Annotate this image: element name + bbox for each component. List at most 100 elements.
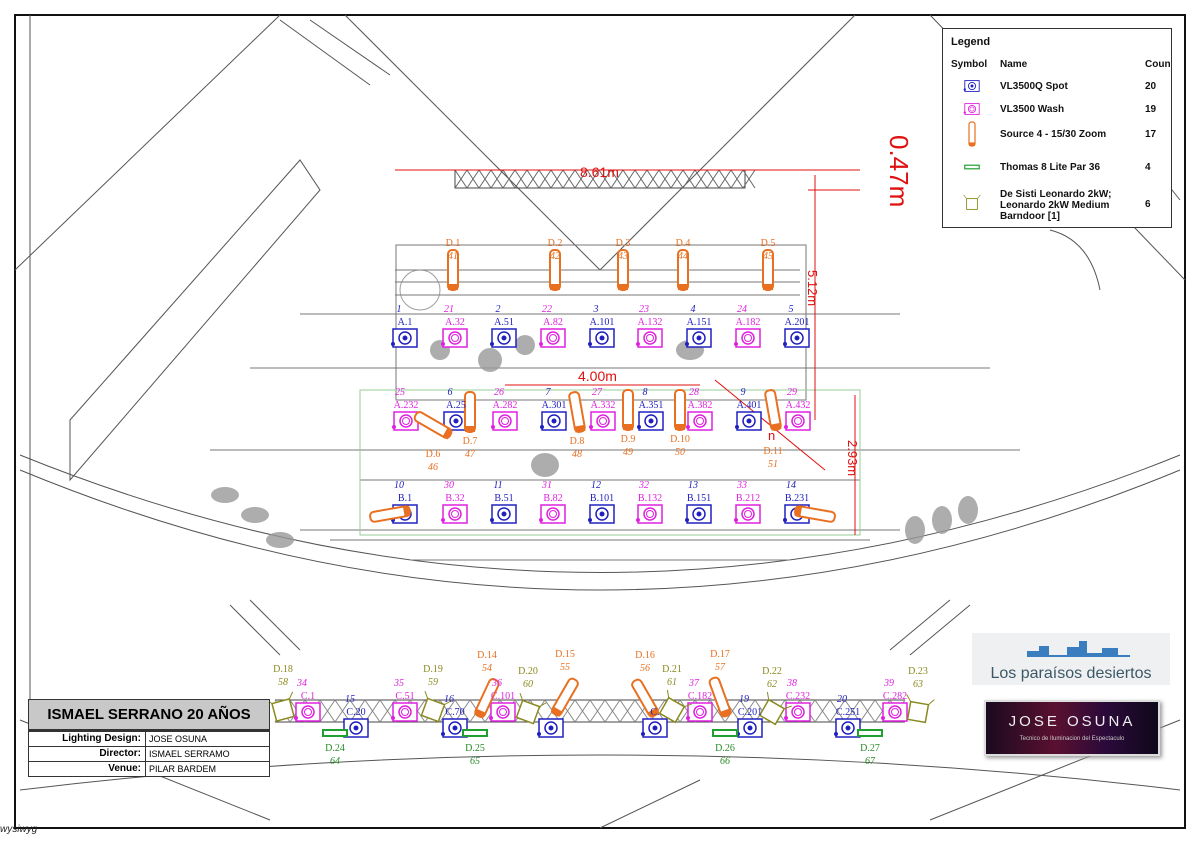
fixture-channel-label: 46 [428, 462, 438, 473]
wash-fixture-icon [636, 504, 663, 524]
fixture-wash[interactable] [784, 411, 811, 431]
fixture-spot[interactable] [685, 328, 712, 348]
fixture-spot[interactable] [391, 328, 418, 348]
fixture-par[interactable] [857, 729, 883, 737]
fixture-position-label: D.14 [477, 650, 497, 661]
fixture-channel-label: 19 [739, 694, 749, 705]
legend-item-count: 6 [1145, 199, 1151, 210]
fixture-position-label: B.51 [494, 493, 513, 504]
fixture-wash[interactable] [441, 328, 468, 348]
legend-item-count: 19 [1145, 104, 1157, 115]
fixture-wash[interactable] [636, 328, 663, 348]
fixture-leo[interactable] [512, 692, 547, 725]
fixture-channel-label: 65 [470, 756, 480, 767]
fixture-wash[interactable] [491, 411, 518, 431]
s4-fixture-icon [631, 678, 660, 718]
wash-fixture-icon [589, 411, 616, 431]
fixture-spot[interactable] [783, 328, 810, 348]
fixture-spot[interactable] [490, 504, 517, 524]
fixture-position-label: A.51 [494, 317, 514, 328]
spot-fixture-icon [685, 504, 712, 524]
fixture-leo[interactable] [903, 694, 935, 724]
fixture-s4[interactable] [622, 389, 634, 431]
fixture-s4[interactable] [413, 411, 453, 440]
fixture-spot[interactable] [588, 328, 615, 348]
fixture-spot[interactable] [637, 411, 664, 431]
fixture-par[interactable] [322, 729, 348, 737]
fixture-wash[interactable] [734, 328, 761, 348]
osuna-logo: JOSE OSUNA Tecnico de Iluminacion del Es… [984, 700, 1160, 756]
fixture-wash[interactable] [734, 504, 761, 524]
fixture-wash[interactable] [539, 328, 566, 348]
fixture-s4[interactable] [549, 249, 561, 291]
fixture-s4[interactable] [474, 678, 500, 719]
par36-fixture-icon [964, 164, 980, 170]
legend-item-name: Thomas 8 Lite Par 36 [1000, 162, 1101, 173]
fixture-spot[interactable] [441, 718, 468, 738]
fixture-wash[interactable] [391, 702, 418, 722]
fixture-channel-label: 44 [678, 251, 688, 262]
fixture-spot[interactable] [641, 718, 668, 738]
spot-fixture-icon [391, 328, 418, 348]
fixture-position-label: D.1 [446, 238, 461, 249]
fixture-wash[interactable] [539, 504, 566, 524]
leo-fixture-icon [420, 690, 452, 723]
fixture-channel-label: 56 [640, 663, 650, 674]
fixture-wash[interactable] [784, 702, 811, 722]
fixture-channel-label: 7 [546, 387, 552, 398]
fixture-s4[interactable] [674, 389, 686, 431]
fixture-spot[interactable] [834, 718, 861, 738]
fixture-s4[interactable] [447, 249, 459, 291]
fixture-wash[interactable] [636, 504, 663, 524]
fixture-spot[interactable] [588, 504, 615, 524]
fixture-spot[interactable] [540, 411, 567, 431]
fixture-position-label: D.18 [273, 664, 293, 675]
fixture-spot[interactable] [735, 411, 762, 431]
fixture-s4[interactable] [369, 505, 411, 523]
fixture-leo[interactable] [755, 691, 792, 727]
legend-item-count: 20 [1145, 81, 1157, 92]
fixture-s4[interactable] [631, 678, 660, 718]
fixture-s4[interactable] [550, 677, 580, 717]
fixture-s4[interactable] [764, 389, 782, 431]
fixture-s4[interactable] [794, 505, 836, 523]
wash-fixture-icon [881, 702, 908, 722]
row-value: ISMAEL SERRAMO [149, 749, 230, 759]
fixture-spot[interactable] [490, 328, 517, 348]
fixture-par[interactable] [712, 729, 738, 737]
fixture-s4[interactable] [617, 249, 629, 291]
s4-fixture-icon [464, 391, 476, 433]
fixture-wash[interactable] [881, 702, 908, 722]
fixture-s4[interactable] [762, 249, 774, 291]
fixture-leo[interactable] [265, 691, 299, 722]
dimension-mid-width: 4.00m [578, 368, 617, 384]
fixture-wash[interactable] [294, 702, 321, 722]
fixture-s4[interactable] [677, 249, 689, 291]
fixture-s4[interactable] [708, 676, 732, 718]
fixture-wash[interactable] [686, 411, 713, 431]
s4-fixture-icon [447, 249, 459, 291]
fixture-s4[interactable] [464, 391, 476, 433]
wash-fixture-icon [686, 411, 713, 431]
fixture-channel-label: 2 [496, 304, 501, 315]
fixture-wash[interactable] [392, 411, 419, 431]
fixture-leo[interactable] [655, 689, 692, 725]
fixture-spot[interactable] [685, 504, 712, 524]
fixture-wash[interactable] [686, 702, 713, 722]
par-fixture-icon [964, 164, 980, 170]
fixture-position-label: A.301 [542, 400, 567, 411]
fixture-leo[interactable] [417, 690, 452, 723]
fixture-par[interactable] [462, 729, 488, 737]
fixture-spot[interactable] [736, 718, 763, 738]
fixture-wash[interactable] [441, 504, 468, 524]
fixture-wash[interactable] [489, 702, 516, 722]
fixture-wash[interactable] [589, 411, 616, 431]
fixture-channel-label: 11 [493, 480, 502, 491]
skyline-icon [1012, 641, 1130, 657]
wash-fixture-icon [734, 328, 761, 348]
fixture-spot[interactable] [342, 718, 369, 738]
fixture-s4[interactable] [568, 391, 586, 433]
fixture-spot[interactable] [537, 718, 564, 738]
fixture-channel-label: 48 [572, 449, 582, 460]
legend-title: Legend [951, 36, 991, 48]
